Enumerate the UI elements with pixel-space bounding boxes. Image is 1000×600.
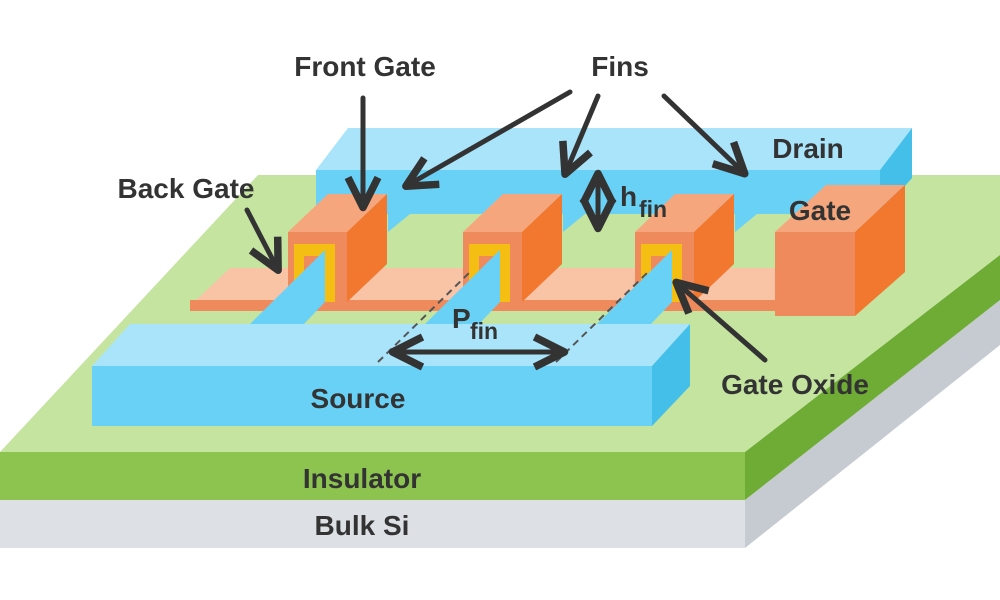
source-side <box>652 324 690 426</box>
gate-pad <box>775 185 905 316</box>
source-front <box>92 366 652 426</box>
label-source: Source <box>311 383 406 414</box>
label-back-gate: Back Gate <box>118 173 255 204</box>
label-drain: Drain <box>772 133 844 164</box>
source-top <box>92 324 690 366</box>
label-insulator: Insulator <box>303 463 421 494</box>
insulator-side <box>745 255 1000 500</box>
gate-pad-front <box>775 232 855 316</box>
label-p-fin-sub: fin <box>470 318 498 344</box>
pitch-guide-right <box>555 271 649 363</box>
label-h-fin-sub: fin <box>639 196 667 222</box>
label-h-fin: h fin <box>620 181 667 222</box>
gate-pad-side <box>855 185 905 316</box>
label-p-fin-main: P <box>452 303 471 334</box>
label-gate: Gate <box>789 195 851 226</box>
fins-arrow-1 <box>402 89 573 190</box>
fin-2-back <box>563 170 585 232</box>
fin-3-back <box>735 170 757 232</box>
labels: Front Gate Fins Back Gate Drain Gate Gat… <box>118 51 869 541</box>
bulk-si-front <box>0 500 745 548</box>
back-gate-arrow <box>244 207 282 274</box>
fin-2-front <box>425 250 500 324</box>
gate-2-top <box>463 194 562 232</box>
gate-2-side <box>522 194 562 302</box>
bulk-si-layer <box>0 300 1000 548</box>
fins-arrow-2 <box>559 93 601 179</box>
fin-front-stubs <box>250 250 672 324</box>
label-p-fin: P fin <box>452 303 498 344</box>
fin-1-front <box>250 250 325 324</box>
annotation-arrows <box>244 89 768 371</box>
gate-oxide-arrow <box>672 278 768 363</box>
label-fins: Fins <box>591 51 649 82</box>
fins-arrow-3 <box>661 93 749 178</box>
gate-1-side <box>347 194 387 302</box>
label-gate-oxide: Gate Oxide <box>721 369 869 400</box>
label-bulk-si: Bulk Si <box>315 510 410 541</box>
pitch-guide-left <box>377 271 471 363</box>
gate-pad-top <box>775 185 905 232</box>
label-h-fin-main: h <box>620 181 637 212</box>
gate-3-side <box>694 194 734 302</box>
insulator-front <box>0 452 745 500</box>
pitch-guides <box>377 271 649 363</box>
gate-3-top <box>635 194 734 232</box>
label-front-gate: Front Gate <box>294 51 436 82</box>
drain-top <box>316 128 912 170</box>
bulk-si-side <box>745 300 1000 548</box>
fin-3-front <box>597 250 672 324</box>
